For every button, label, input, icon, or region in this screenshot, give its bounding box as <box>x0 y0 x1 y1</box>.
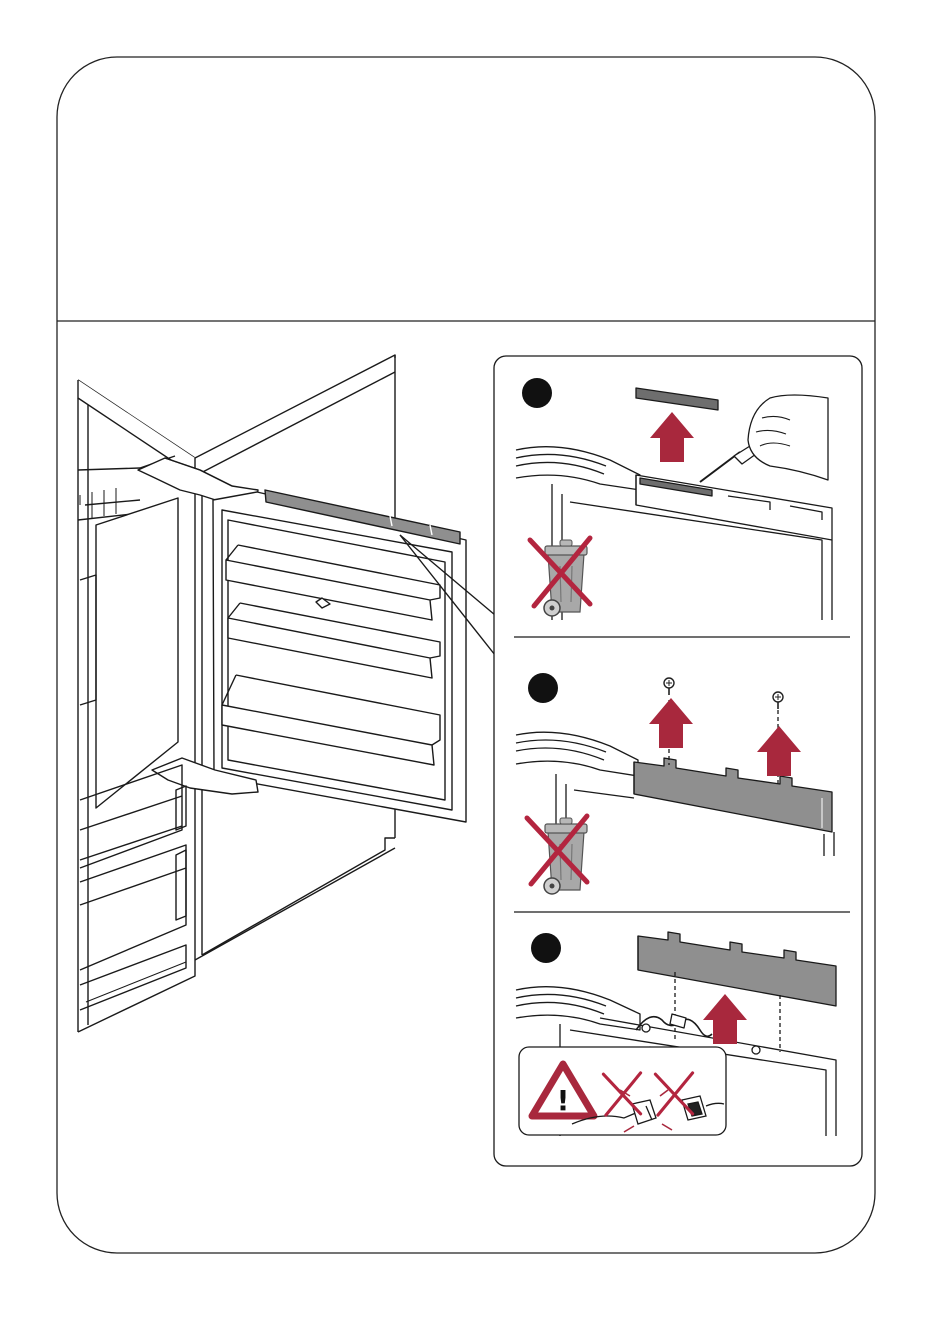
step-marker <box>528 673 558 703</box>
warning-glyph: ! <box>557 1084 570 1117</box>
step-marker <box>531 933 561 963</box>
step-marker <box>522 378 552 408</box>
warning-inset: ! <box>519 1047 726 1135</box>
fridge-overview-illustration <box>78 355 495 1032</box>
